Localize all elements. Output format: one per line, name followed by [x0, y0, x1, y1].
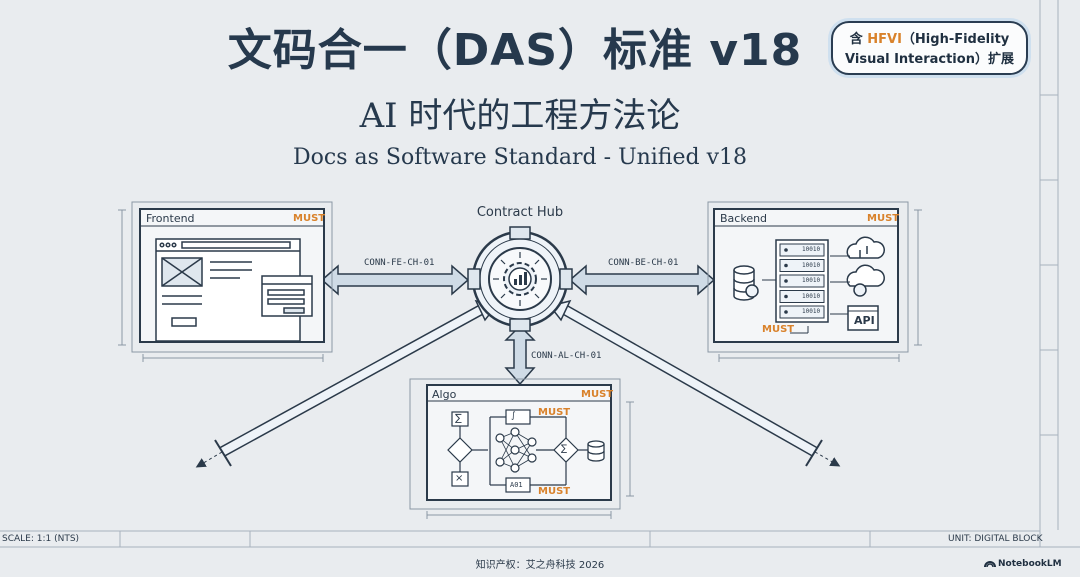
rack-led-icon — [784, 263, 788, 268]
page-subtitle-en: Docs as Software Standard - Unified v18 — [292, 145, 748, 170]
scale-note: SCALE: 1:1 (NTS) — [2, 534, 80, 544]
cloud-sync-icon — [830, 236, 885, 259]
connector-arrow-fe — [320, 264, 470, 296]
rack-code: 10010 — [802, 246, 821, 253]
browser-window-icon — [155, 238, 313, 342]
algo-inner-must-bottom: MUST — [538, 486, 571, 497]
contract-hub-label: Contract Hub — [476, 205, 564, 220]
connector-label-be: CONN-BE-CH-01 — [608, 258, 679, 268]
algo-label: Algo — [432, 388, 457, 401]
frontend-must-tag: MUST — [293, 213, 326, 224]
sum-icon: ∑ — [561, 444, 568, 454]
algo-flowchart — [447, 409, 588, 493]
rack-code: 10010 — [802, 292, 821, 300]
rack-code: 10010 — [802, 277, 821, 284]
algo-database-icon — [587, 440, 605, 462]
database-icon — [733, 265, 776, 301]
rack-code: 10010 — [802, 308, 821, 315]
drafting-frame — [0, 0, 1080, 548]
algo-inner-must-top: MUST — [538, 407, 571, 418]
copyright-note: 知识产权：艾之舟科技 2026 — [475, 560, 605, 571]
rack-led-icon — [784, 279, 788, 283]
connector-label-al: CONN-AL-CH-01 — [531, 351, 602, 361]
backend-label: Backend — [720, 212, 768, 225]
cloud-settings-icon — [830, 264, 885, 297]
rack-code: 10010 — [802, 261, 821, 269]
rack-led-icon — [784, 248, 788, 252]
rack-led-icon — [784, 294, 788, 299]
rack-row — [779, 290, 825, 303]
connector-arrow-al — [504, 324, 536, 386]
unit-note: UNIT: DIGITAL BLOCK — [948, 534, 1043, 544]
badge-highlight: HFVI — [867, 32, 902, 47]
diagonal-arrow-right — [548, 299, 841, 467]
gear-icon — [503, 262, 537, 296]
hfvi-badge: 含 HFVI（High-Fidelity Visual Interaction）… — [831, 21, 1028, 75]
notebooklm-brand: NotebookLM — [998, 559, 1062, 569]
connector-label-fe: CONN-FE-CH-01 — [364, 258, 435, 268]
multiply-icon: × — [455, 473, 464, 484]
badge-line-2: Visual Interaction）扩展 — [845, 52, 1014, 67]
rack-row — [779, 243, 825, 257]
badge-prefix: 含 — [849, 32, 868, 47]
rack-row — [779, 274, 825, 288]
rack-row — [779, 305, 825, 319]
badge-line1-rest: （High-Fidelity — [901, 32, 1010, 47]
notebooklm-logo-icon — [984, 561, 996, 568]
backend-inner-must-tag: MUST — [762, 324, 795, 335]
integral-icon: ∫ — [511, 411, 516, 421]
server-rack-icon — [775, 239, 829, 334]
connector-arrow-be — [568, 264, 716, 296]
frontend-label: Frontend — [146, 212, 195, 225]
rack-led-icon — [784, 310, 788, 314]
rack-row — [779, 259, 825, 272]
algo-must-tag: MUST — [581, 389, 614, 400]
api-icon — [830, 305, 879, 331]
backend-must-tag: MUST — [867, 213, 900, 224]
sigma-icon: ∑ — [455, 413, 462, 424]
algo-node-label: A01 — [510, 481, 523, 489]
page-title: 文码合一（DAS）标准 v18 — [227, 25, 803, 76]
page-subtitle: AI 时代的工程方法论 — [359, 96, 681, 136]
badge-line-1: 含 HFVI（High-Fidelity — [833, 28, 1026, 47]
api-label: API — [854, 314, 875, 327]
